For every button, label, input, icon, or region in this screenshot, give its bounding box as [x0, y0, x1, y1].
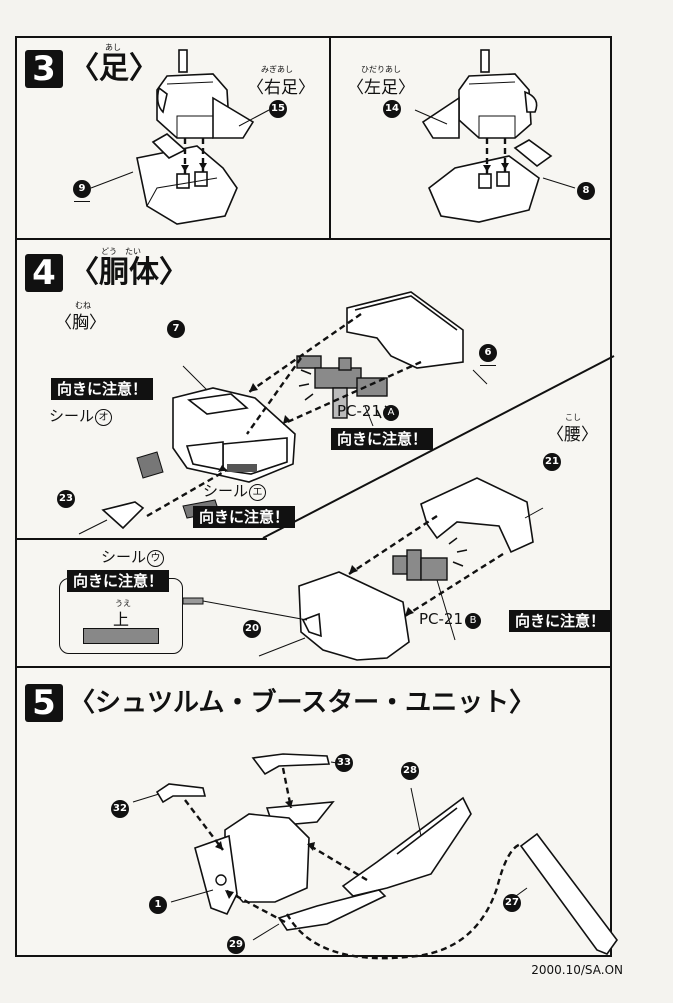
left-leg-label: 〈左足〉 — [347, 78, 415, 98]
caution-label-pc-b: 向きに注意！ — [509, 610, 612, 633]
part-9-marker: 9 — [73, 180, 91, 202]
part-27-marker: 27 — [503, 894, 521, 912]
right-leg-drawing — [90, 49, 270, 225]
instruction-frame: 3 あし 〈足〉 みぎあし 〈右足〉 ひだりあし 〈左足〉 15 9 — [15, 36, 618, 960]
print-date-code: 2000.10/SA.ON — [531, 963, 623, 977]
left-leg-drawing — [414, 49, 576, 223]
left-leg-ruby: ひだりあし — [361, 65, 401, 74]
seal-u-text: シール — [101, 548, 147, 566]
right-leg-ruby: みぎあし — [261, 65, 293, 74]
chest-ruby: むね — [75, 301, 91, 310]
pc21-a-letter: A — [383, 405, 400, 421]
seal-o-letter: オ — [95, 409, 113, 426]
seal-u-orientation-sample — [83, 628, 159, 644]
part-15-marker: 15 — [269, 100, 287, 118]
part-21-marker: 21 — [543, 453, 561, 471]
step-3-number: 3 — [25, 50, 63, 88]
part-23-marker: 23 — [57, 490, 75, 508]
part-33-marker: 33 — [335, 754, 353, 772]
part-6-marker: 6 — [479, 344, 497, 366]
part-29-marker: 29 — [227, 936, 245, 954]
up-ruby: うえ — [115, 599, 131, 608]
seal-o-label: シールオ — [49, 405, 113, 426]
up-label: 上 — [113, 610, 130, 629]
part-20-marker: 20 — [243, 620, 261, 638]
pc21-b-letter: B — [465, 613, 482, 629]
part-1-marker: 1 — [149, 896, 167, 914]
step-3-title-ruby: あし — [105, 43, 121, 52]
step-5-number: 5 — [25, 684, 63, 722]
caution-label-seal-e: 向きに注意！ — [193, 506, 296, 529]
waist-assembly-drawing — [182, 477, 544, 661]
part-7-marker: 7 — [167, 320, 185, 338]
part-14-marker: 14 — [383, 100, 401, 118]
caution-label-seal-u: 向きに注意！ — [67, 570, 170, 593]
seal-e-label: シールエ — [203, 480, 267, 501]
part-32-marker: 32 — [111, 800, 129, 818]
step-4-number: 4 — [25, 254, 63, 292]
chest-assembly-drawing — [78, 291, 615, 539]
caution-label-chest: 向きに注意！ — [51, 378, 154, 401]
part-28-marker: 28 — [401, 762, 419, 780]
part-8-marker: 8 — [577, 182, 595, 200]
chest-label: 〈胸〉 — [55, 313, 106, 333]
step-4-mid-line — [17, 538, 267, 540]
seal-u-label: シールウ — [101, 546, 165, 567]
booster-unit-drawing — [132, 753, 618, 960]
step-3-title: 〈足〉 — [69, 51, 159, 86]
step-3-divider — [329, 38, 331, 238]
step-3-bottom-line — [17, 238, 610, 240]
right-leg-label: 〈右足〉 — [247, 78, 315, 98]
step-4-bottom-line — [17, 666, 610, 668]
seal-u-letter: ウ — [147, 550, 165, 567]
waist-ruby: こし — [565, 413, 581, 422]
step-4-title-ruby: どう たい — [101, 247, 141, 256]
seal-e-text: シール — [203, 482, 249, 500]
seal-o-text: シール — [49, 407, 95, 425]
waist-label: 〈腰〉 — [547, 425, 598, 445]
step-5-title: 〈シュツルム・ブースター・ユニット〉 — [69, 688, 536, 718]
caution-label-pc-a: 向きに注意！ — [331, 428, 434, 451]
pc21-b-text: PC-21 — [419, 610, 464, 628]
seal-e-letter: エ — [249, 484, 267, 501]
step-4-title: 〈胴体〉 — [69, 255, 189, 290]
pc21-a-text: PC-21 — [337, 402, 382, 420]
